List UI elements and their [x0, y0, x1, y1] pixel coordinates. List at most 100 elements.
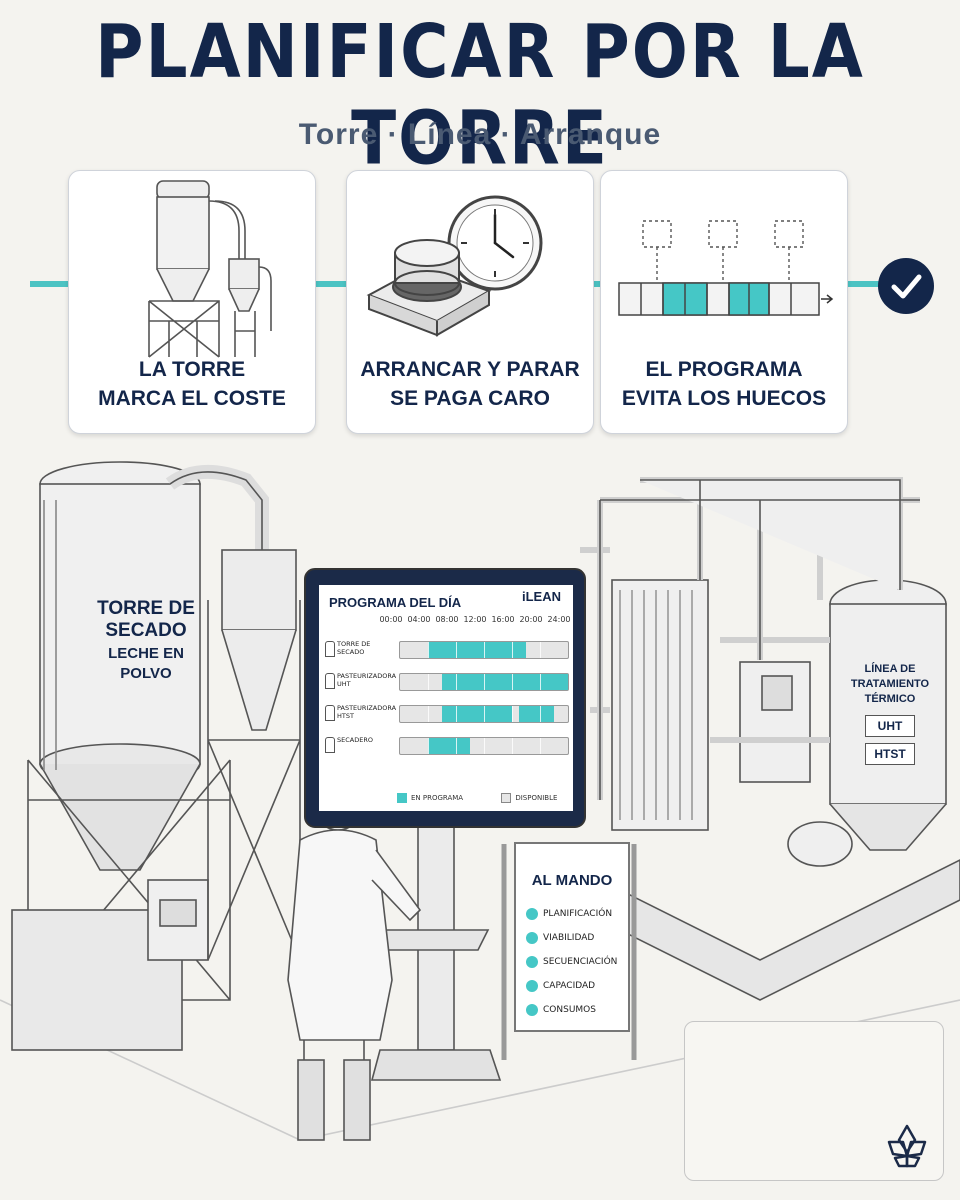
schedule-row-label: TORRE DE SECADO	[337, 640, 371, 656]
lotus-logo-icon	[887, 1124, 927, 1168]
check-icon	[526, 955, 538, 968]
grid-divider	[512, 706, 513, 722]
check-icon	[526, 1003, 538, 1016]
dryer-tower-icon	[148, 180, 272, 358]
thermal-label-line1: LÍNEA DE	[864, 663, 916, 675]
hour-tick: 16:00	[491, 615, 515, 624]
card-caption-line1: EL PROGRAMA	[645, 358, 803, 381]
tower-label-line2: SECADO	[105, 620, 187, 641]
grid-divider	[456, 642, 457, 658]
page-title: PLANIFICAR POR LA TORRE	[95, 8, 865, 182]
grid-divider	[428, 738, 429, 754]
factory-illustration	[0, 461, 960, 1141]
check-icon	[526, 931, 538, 944]
legend-active-label: EN PROGRAMA	[411, 794, 464, 802]
hour-tick: 20:00	[519, 615, 543, 624]
legend-swatch-active	[397, 793, 407, 803]
htst-tag: HTST	[865, 743, 915, 765]
schedule-track	[399, 673, 569, 691]
thermal-line-label: LÍNEA DE TRATAMIENTO TÉRMICO UHT HTST	[848, 662, 932, 765]
control-panel-sign: AL MANDO PLANIFICACIÓN VIABILIDAD SECUEN…	[514, 842, 630, 1032]
grid-divider	[512, 642, 513, 658]
hour-axis: 00:00 04:00 08:00 12:00 16:00 20:00 24:0…	[379, 615, 571, 629]
hour-tick: 04:00	[407, 615, 431, 624]
logo-placeholder	[684, 1021, 944, 1181]
control-item: CONSUMOS	[526, 998, 617, 1022]
grid-divider	[540, 738, 541, 754]
grid-divider	[428, 674, 429, 690]
card-caption-line1: LA TORRE	[138, 358, 246, 381]
checkmark-icon	[878, 258, 934, 314]
schedule-legend: EN PROGRAMA DISPONIBLE	[397, 793, 557, 803]
grid-divider	[484, 674, 485, 690]
brand-label: iLEAN	[522, 589, 561, 604]
grid-divider	[512, 674, 513, 690]
control-item: VIABILIDAD	[526, 926, 617, 950]
pasteurizer-icon	[325, 673, 335, 689]
legend-swatch-available	[501, 793, 512, 803]
schedule-track	[399, 705, 569, 723]
thermal-label-line3: TÉRMICO	[864, 693, 916, 705]
schedule-board: PROGRAMA DEL DÍA iLEAN 00:00 04:00 08:00…	[303, 567, 587, 829]
schedule-row: SECADERO	[323, 735, 573, 755]
schedule-track	[399, 737, 569, 755]
tower-label-line3: LECHE EN	[108, 645, 184, 662]
card-caption-line1: ARRANCAR Y PARAR	[360, 358, 580, 381]
grid-divider	[540, 706, 541, 722]
grid-divider	[540, 674, 541, 690]
schedule-track	[399, 641, 569, 659]
control-item-label: VIABILIDAD	[543, 933, 595, 943]
grid-divider	[484, 738, 485, 754]
tower-label: TORRE DE SECADO LECHE EN POLVO	[76, 598, 216, 684]
tower-label-line1: TORRE DE	[97, 598, 195, 619]
page-subtitle: Torre · Línea · Arranque	[298, 118, 662, 151]
grid-divider	[456, 674, 457, 690]
grid-divider	[456, 706, 457, 722]
control-item-label: CAPACIDAD	[543, 981, 596, 991]
pasteurizer-icon	[325, 705, 335, 721]
card-schedule-gaps: EL PROGRAMA EVITA LOS HUECOS	[600, 170, 848, 434]
check-icon	[526, 907, 538, 920]
grid-divider	[484, 642, 485, 658]
dryer-icon	[325, 737, 335, 753]
control-item-label: SECUENCIACIÓN	[543, 957, 618, 967]
check-icon	[526, 979, 538, 992]
uht-tag: UHT	[865, 715, 915, 737]
schedule-block	[442, 674, 568, 690]
legend-available-label: DISPONIBLE	[515, 794, 558, 802]
control-item: CAPACIDAD	[526, 974, 617, 998]
grid-divider	[428, 642, 429, 658]
thermal-treatment-line	[559, 477, 960, 1001]
card-caption-line2: SE PAGA CARO	[390, 387, 550, 410]
schedule-row-label: SECADERO	[337, 736, 373, 744]
operator-figure	[287, 789, 422, 1141]
schedule-block	[442, 706, 512, 722]
schedule-row-label: PASTEURIZADORA UHT	[337, 672, 397, 688]
control-item-label: PLANIFICACIÓN	[543, 909, 613, 919]
grid-divider	[484, 706, 485, 722]
schedule-block	[428, 642, 526, 658]
grid-divider	[428, 706, 429, 722]
tower-icon	[325, 641, 335, 657]
hour-tick: 24:00	[547, 615, 571, 624]
hour-tick: 00:00	[379, 615, 403, 624]
hour-tick: 12:00	[463, 615, 487, 624]
hour-tick: 08:00	[435, 615, 459, 624]
control-item: PLANIFICACIÓN	[526, 902, 617, 926]
grid-divider	[540, 642, 541, 658]
schedule-row-label: PASTEURIZADORA HTST	[337, 704, 397, 720]
card-caption-line2: EVITA LOS HUECOS	[621, 387, 827, 410]
card-tower-cost: LA TORRE MARCA EL COSTE	[68, 170, 316, 434]
schedule-row: PASTEURIZADORA HTST	[323, 703, 573, 723]
grid-divider	[456, 738, 457, 754]
schedule-row: PASTEURIZADORA UHT	[323, 671, 573, 691]
control-item-label: CONSUMOS	[543, 1005, 596, 1015]
thermal-label-line2: TRATAMIENTO	[850, 678, 930, 690]
spray-dryer-tower	[11, 461, 231, 1051]
stop-button-icon	[366, 239, 492, 337]
schedule-row: TORRE DE SECADO	[323, 639, 573, 659]
tower-label-line4: POLVO	[120, 665, 172, 682]
card-start-stop: ARRANCAR Y PARAR SE PAGA CARO	[346, 170, 594, 434]
control-panel-title: AL MANDO	[531, 872, 613, 889]
schedule-title: PROGRAMA DEL DÍA	[329, 595, 462, 610]
